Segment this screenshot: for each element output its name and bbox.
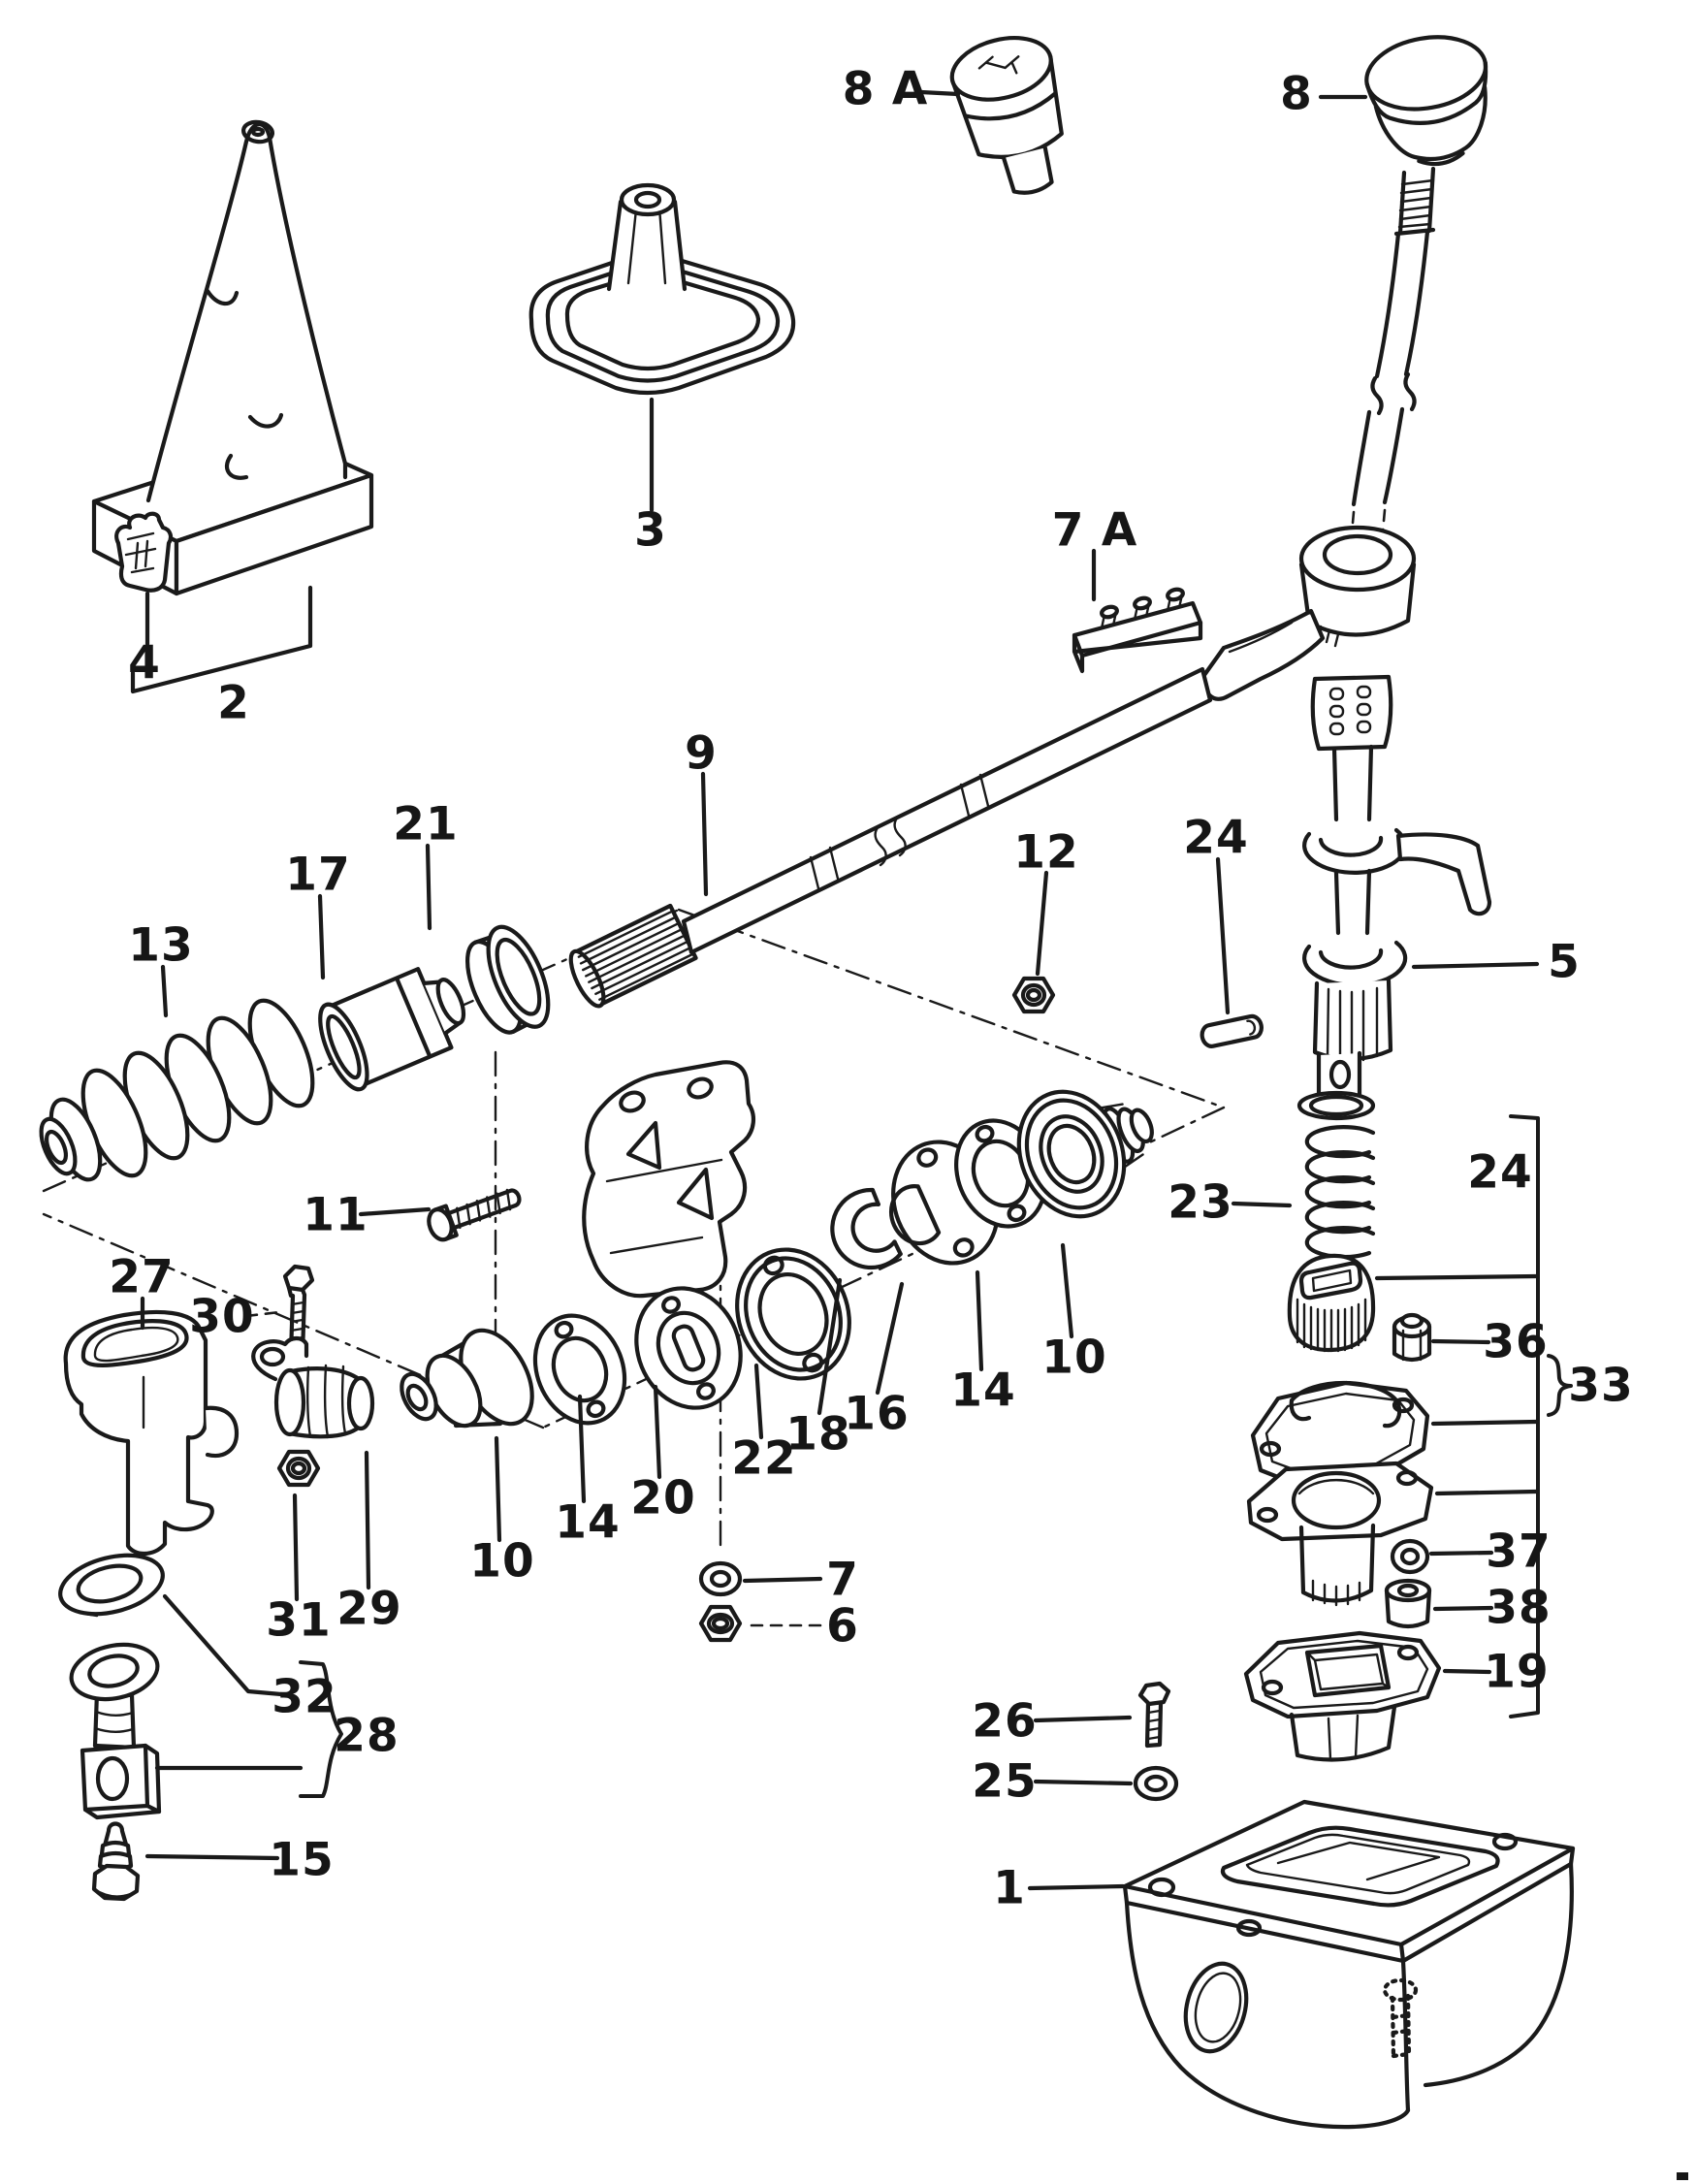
part-31-nut xyxy=(276,1449,321,1488)
part-label-13: 13 xyxy=(128,918,194,973)
part-9-shift-rod xyxy=(568,666,1213,1009)
part-10-cone-bushing xyxy=(400,1328,534,1429)
part-label-24a: 24 xyxy=(1183,811,1249,865)
part-18-half-bushing xyxy=(830,1187,903,1270)
part-label-8: 8 xyxy=(1280,67,1313,121)
leader-lines xyxy=(130,89,1540,1891)
part-19-flange-housing xyxy=(1243,1630,1442,1762)
part-27-selector-housing xyxy=(63,1309,240,1557)
part-7-washer xyxy=(698,1560,743,1597)
part-label-31: 31 xyxy=(266,1593,332,1648)
part-25-washer xyxy=(1133,1765,1179,1802)
part-label-23: 23 xyxy=(1168,1175,1233,1230)
part-label-10a: 10 xyxy=(469,1534,535,1589)
part-mounting-bracket xyxy=(582,1060,755,1299)
part-label-30: 30 xyxy=(189,1290,255,1344)
part-38-bushing xyxy=(1384,1578,1432,1629)
part-label-33: 33 xyxy=(1568,1359,1634,1413)
bracket-2 xyxy=(130,585,313,694)
part-22-gasket xyxy=(735,1247,851,1381)
part-label-24b: 24 xyxy=(1467,1145,1533,1200)
part-10b-boot-flange xyxy=(1016,1089,1154,1219)
part-label-5: 5 xyxy=(1548,935,1581,989)
part-12-nut xyxy=(1011,976,1056,1014)
hidden-bolt xyxy=(1382,1977,1419,2059)
part-label-21: 21 xyxy=(393,797,459,851)
part-21-ring xyxy=(465,924,551,1035)
part-label-1: 1 xyxy=(993,1861,1026,1915)
part-11-bolt xyxy=(427,1188,522,1242)
part-20-flange xyxy=(634,1286,743,1410)
part-23-spring xyxy=(1296,1090,1376,1260)
part-7a-stop-plate xyxy=(1072,587,1203,674)
part-label-26: 26 xyxy=(972,1694,1038,1749)
part-label-7: 7 xyxy=(826,1553,859,1607)
part-label-8a: 8 A xyxy=(842,62,929,116)
bracket-24 xyxy=(1509,1114,1540,1718)
part-26-bolt xyxy=(1137,1681,1171,1749)
part-label-36: 36 xyxy=(1483,1315,1549,1369)
part-label-3: 3 xyxy=(634,503,667,558)
part-bearing-cage xyxy=(1287,1253,1376,1353)
part-29-clamp xyxy=(251,1335,375,1439)
part-label-22: 22 xyxy=(731,1431,797,1486)
part-label-32: 32 xyxy=(272,1670,337,1724)
part-label-14a: 14 xyxy=(555,1495,621,1550)
part-label-7a: 7 A xyxy=(1051,503,1138,558)
part-37-washer xyxy=(1390,1538,1430,1575)
part-24-pin xyxy=(1200,1013,1264,1048)
part-bearing-plate xyxy=(1250,1380,1430,1491)
part-flange-plate xyxy=(1246,1461,1434,1607)
part-10-shift-lever xyxy=(1201,166,1492,1104)
group-brackets xyxy=(299,1114,1573,1798)
part-label-17: 17 xyxy=(285,848,351,902)
part-2-dust-boot xyxy=(91,119,374,596)
part-label-2: 2 xyxy=(217,676,250,730)
part-label-28: 28 xyxy=(334,1709,400,1763)
part-1-shift-housing xyxy=(1122,1799,1576,2130)
part-label-4: 4 xyxy=(128,636,161,691)
brace-28 xyxy=(299,1660,343,1798)
part-label-11: 11 xyxy=(303,1188,368,1242)
part-label-12: 12 xyxy=(1013,825,1079,880)
shift-pattern-icon xyxy=(977,55,1020,75)
part-4-clip xyxy=(114,511,174,593)
brace-33 xyxy=(1547,1354,1573,1417)
part-label-29: 29 xyxy=(336,1582,402,1636)
part-label-14b: 14 xyxy=(950,1364,1016,1418)
part-15-stud xyxy=(91,1821,141,1902)
part-label-38: 38 xyxy=(1486,1581,1552,1635)
part-label-19: 19 xyxy=(1484,1645,1550,1699)
part-label-10b: 10 xyxy=(1041,1331,1107,1385)
part-8a-gear-knob xyxy=(949,36,1064,195)
part-8-gear-knob xyxy=(1364,35,1488,167)
part-label-37: 37 xyxy=(1486,1525,1552,1579)
part-3-boot xyxy=(528,182,796,396)
part-label-18: 18 xyxy=(785,1407,851,1461)
part-32-ring xyxy=(58,1553,165,1618)
part-label-16: 16 xyxy=(844,1387,910,1441)
part-label-25: 25 xyxy=(972,1754,1038,1809)
part-label-6: 6 xyxy=(826,1599,859,1654)
part-36-nut xyxy=(1392,1312,1432,1363)
part-label-27: 27 xyxy=(109,1250,175,1304)
part-6-nut xyxy=(698,1604,743,1643)
part-17-bushing-sleeve xyxy=(318,967,466,1092)
part-13-bellows xyxy=(39,998,315,1182)
part-label-15: 15 xyxy=(269,1833,335,1887)
part-28-link xyxy=(69,1642,162,1820)
part-14-gasket xyxy=(532,1313,627,1426)
part-label-9: 9 xyxy=(685,726,718,781)
page-edge-mark xyxy=(1677,2172,1688,2180)
part-label-20: 20 xyxy=(630,1471,696,1526)
